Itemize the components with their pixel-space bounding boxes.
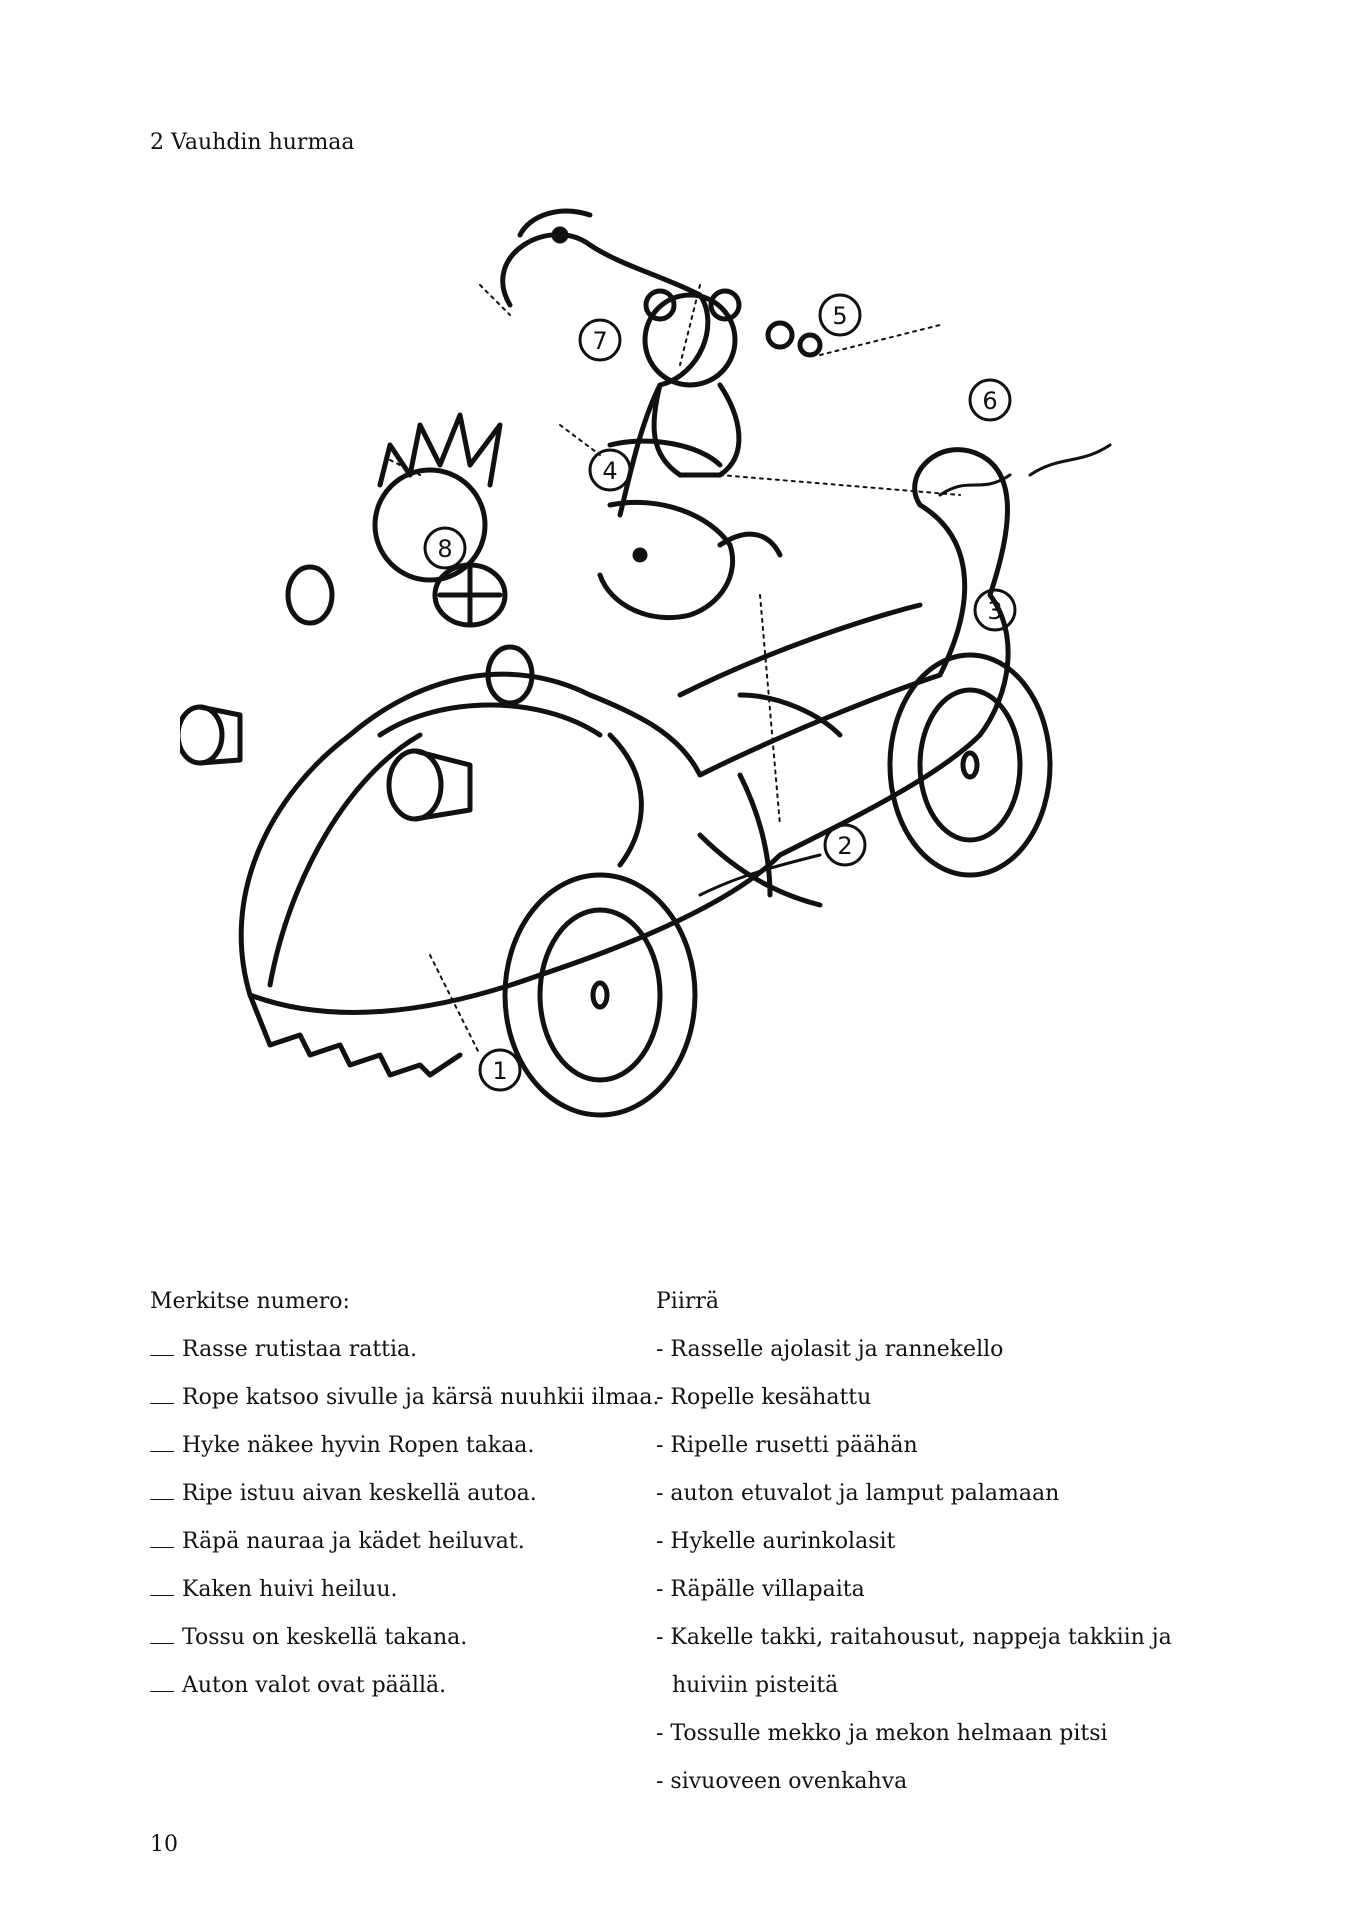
callout-label-2: 2 — [837, 832, 852, 860]
callout-label-6: 6 — [982, 387, 997, 415]
car-body — [238, 447, 1011, 1078]
callout-label-5: 5 — [832, 302, 847, 330]
callout-label-7: 7 — [592, 327, 607, 355]
drawing-item: - Hykelle aurinkolasit — [656, 1529, 896, 1554]
drawing-item: - sivuoveen ovenkahva — [656, 1769, 908, 1794]
numbering-item: Hyke näkee hyvin Ropen takaa. — [150, 1422, 650, 1470]
drawing-task: Piirrä - Rasselle ajolasit ja rannekello… — [656, 1278, 1216, 1806]
callout-label-8: 8 — [437, 535, 452, 563]
answer-blank[interactable] — [150, 1589, 174, 1596]
callout-label-4: 4 — [602, 457, 617, 485]
drawing-item: - Ropelle kesähattu — [656, 1385, 872, 1410]
callout-7 — [578, 318, 622, 362]
answer-blank[interactable] — [150, 1349, 174, 1356]
callout-label-1: 1 — [492, 1057, 507, 1085]
drawing-item-continuation: huiviin pisteitä — [672, 1673, 839, 1698]
numbering-item: Rope katsoo sivulle ja kärsä nuuhkii ilm… — [150, 1374, 660, 1422]
speed-lines — [698, 443, 1112, 897]
numbering-item: Tossu on keskellä takana. — [150, 1614, 650, 1662]
callout-6 — [968, 378, 1012, 422]
drawing-item: - auton etuvalot ja lamput palamaan — [656, 1481, 1060, 1506]
answer-blank[interactable] — [150, 1493, 174, 1500]
drawing-task-title: Piirrä — [656, 1289, 720, 1314]
callout-2 — [823, 823, 867, 867]
callout-3 — [973, 588, 1017, 632]
page-heading: 2 Vauhdin hurmaa — [150, 130, 355, 155]
drawing-item: - Rasselle ajolasit ja rannekello — [656, 1337, 1004, 1362]
drawing-item: - Räpälle villapaita — [656, 1577, 865, 1602]
car-illustration: 1 2 3 4 5 6 7 8 — [175, 175, 1180, 1145]
characters — [372, 208, 823, 628]
drawing-item: - Tossulle mekko ja mekon helmaan pitsi — [656, 1721, 1108, 1746]
page-number: 10 — [150, 1832, 178, 1857]
car-lamps — [175, 564, 535, 822]
numbering-task-title: Merkitse numero: — [150, 1289, 350, 1314]
callout-5 — [818, 293, 862, 337]
answer-blank[interactable] — [150, 1397, 174, 1404]
callout-label-3: 3 — [987, 597, 1002, 625]
callout-leaders — [389, 284, 961, 1056]
numbering-item: Ripe istuu aivan keskellä autoa. — [150, 1470, 650, 1518]
numbering-item: Rasse rutistaa rattia. — [150, 1326, 650, 1374]
answer-blank[interactable] — [150, 1685, 174, 1692]
numbering-item: Räpä nauraa ja kädet heiluvat. — [150, 1518, 650, 1566]
numbering-item: Kaken huivi heiluu. — [150, 1566, 650, 1614]
drawing-item: - Ripelle rusetti päähän — [656, 1433, 918, 1458]
wheels — [502, 652, 1053, 1118]
answer-blank[interactable] — [150, 1541, 174, 1548]
answer-blank[interactable] — [150, 1445, 174, 1452]
numbering-item: Auton valot ovat päällä. — [150, 1662, 650, 1710]
callout-1 — [478, 1048, 522, 1092]
callout-circles — [423, 293, 1017, 1092]
drawing-item: - Kakelle takki, raitahousut, nappeja ta… — [656, 1625, 1172, 1650]
numbering-task: Merkitse numero: Rasse rutistaa rattia. … — [150, 1278, 660, 1710]
answer-blank[interactable] — [150, 1637, 174, 1644]
callout-4 — [588, 448, 632, 492]
callout-8 — [423, 526, 467, 570]
